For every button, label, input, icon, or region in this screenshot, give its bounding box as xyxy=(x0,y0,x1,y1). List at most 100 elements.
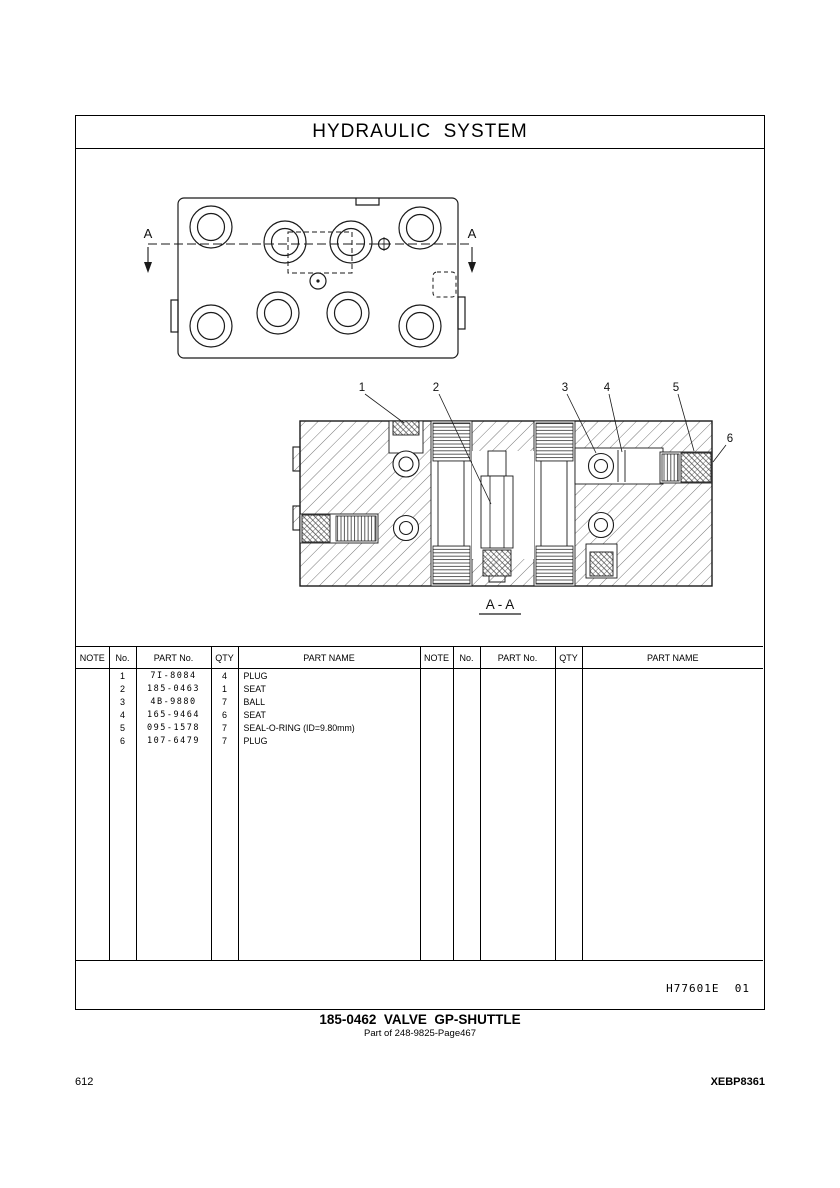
page-title: HYDRAULIC SYSTEM xyxy=(76,116,764,149)
header-part-no: PART No. xyxy=(479,646,556,669)
valve-top-view xyxy=(170,197,466,359)
cell-empty xyxy=(419,708,454,721)
cell-part-name: SEAT xyxy=(237,708,421,721)
cell-empty xyxy=(419,682,454,695)
cell-empty xyxy=(581,708,763,721)
callout-1: 1 xyxy=(359,382,365,394)
cell-part-name: BALL xyxy=(237,695,421,708)
cell-empty xyxy=(581,747,763,961)
table-row: 1 7I-8084 4 PLUG xyxy=(76,668,763,682)
cell-no: 4 xyxy=(108,708,137,721)
cell-part-no: 165-9464 xyxy=(135,708,212,721)
part-title: 185-0462 VALVE GP-SHUTTLE xyxy=(319,1012,521,1027)
cell-no: 2 xyxy=(108,682,137,695)
cell-part-name: PLUG xyxy=(237,734,421,747)
cell-empty xyxy=(452,668,481,682)
cell-part-name: SEAT xyxy=(237,682,421,695)
cell-no: 6 xyxy=(108,734,137,747)
cell-empty xyxy=(479,668,556,682)
header-note: NOTE xyxy=(419,646,454,669)
parts-table: NOTE No. PART No. QTY PART NAME NOTE No.… xyxy=(76,646,763,961)
cell-empty xyxy=(554,708,583,721)
cell-qty: 7 xyxy=(210,721,239,734)
section-title-group: A - A xyxy=(479,597,521,615)
cell-part-no: 107-6479 xyxy=(135,734,212,747)
part-subtitle: Part of 248-9825-Page467 xyxy=(364,1028,476,1039)
cell-empty xyxy=(452,695,481,708)
cell-note xyxy=(76,721,110,734)
header-no: No. xyxy=(452,646,481,669)
section-cut-line: A A xyxy=(144,226,477,273)
cell-empty xyxy=(479,708,556,721)
header-qty: QTY xyxy=(554,646,583,669)
cell-empty xyxy=(452,734,481,747)
cell-empty xyxy=(554,668,583,682)
cell-empty xyxy=(554,747,583,961)
table-header-row: NOTE No. PART No. QTY PART NAME NOTE No.… xyxy=(76,646,763,669)
cell-empty xyxy=(452,721,481,734)
cell-part-name: SEAL-O-RING (ID=9.80mm) xyxy=(237,721,421,734)
table-row: 6 107-6479 7 PLUG xyxy=(76,734,763,747)
cell-empty xyxy=(237,747,421,961)
cell-part-no: 4B-9880 xyxy=(135,695,212,708)
header-part-no: PART No. xyxy=(135,646,212,669)
table-row: 2 185-0463 1 SEAT xyxy=(76,682,763,695)
cell-empty xyxy=(76,747,110,961)
header-qty: QTY xyxy=(210,646,239,669)
cell-empty xyxy=(479,695,556,708)
cell-empty xyxy=(554,682,583,695)
page-frame: HYDRAULIC SYSTEM xyxy=(75,115,765,1010)
header-note: NOTE xyxy=(76,646,110,669)
cell-part-no: 185-0463 xyxy=(135,682,212,695)
cell-empty xyxy=(581,695,763,708)
table-row: 5 095-1578 7 SEAL-O-RING (ID=9.80mm) xyxy=(76,721,763,734)
cell-part-no: 095-1578 xyxy=(135,721,212,734)
header-part-name: PART NAME xyxy=(581,646,763,669)
cell-empty xyxy=(135,747,212,961)
cell-empty xyxy=(452,747,481,961)
cell-empty xyxy=(581,734,763,747)
cell-empty xyxy=(581,721,763,734)
cell-note xyxy=(76,668,110,682)
cell-empty xyxy=(210,747,239,961)
cell-empty xyxy=(419,734,454,747)
cell-empty xyxy=(419,668,454,682)
callout-6: 6 xyxy=(727,433,733,445)
callout-3: 3 xyxy=(562,382,568,394)
cell-empty xyxy=(581,668,763,682)
header-part-name: PART NAME xyxy=(237,646,421,669)
cell-note xyxy=(76,734,110,747)
callout-2: 2 xyxy=(433,382,439,394)
table-row: 3 4B-9880 7 BALL xyxy=(76,695,763,708)
cell-empty xyxy=(419,747,454,961)
section-label-left: A xyxy=(144,226,153,241)
doc-code: H77601E 01 xyxy=(666,982,750,995)
cell-empty xyxy=(108,747,137,961)
cell-no: 1 xyxy=(108,668,137,682)
header-no: No. xyxy=(108,646,137,669)
page-number: 612 xyxy=(75,1076,94,1088)
cell-qty: 7 xyxy=(210,695,239,708)
cell-qty: 6 xyxy=(210,708,239,721)
cell-empty xyxy=(419,721,454,734)
callout-4: 4 xyxy=(604,382,611,394)
cell-no: 5 xyxy=(108,721,137,734)
book-code: XEBP8361 xyxy=(710,1076,765,1088)
cell-empty xyxy=(479,721,556,734)
cell-part-name: PLUG xyxy=(237,668,421,682)
cell-note xyxy=(76,695,110,708)
table-filler-row xyxy=(76,747,763,961)
cell-empty xyxy=(479,734,556,747)
cell-note xyxy=(76,682,110,695)
cell-no: 3 xyxy=(108,695,137,708)
valve-section-view xyxy=(292,420,713,587)
cell-qty: 1 xyxy=(210,682,239,695)
cell-empty xyxy=(554,695,583,708)
section-title: A - A xyxy=(486,597,515,612)
cell-note xyxy=(76,708,110,721)
drawings-svg: A A xyxy=(144,197,733,615)
cell-empty xyxy=(479,747,556,961)
cell-part-no: 7I-8084 xyxy=(135,668,212,682)
table-row: 4 165-9464 6 SEAT xyxy=(76,708,763,721)
